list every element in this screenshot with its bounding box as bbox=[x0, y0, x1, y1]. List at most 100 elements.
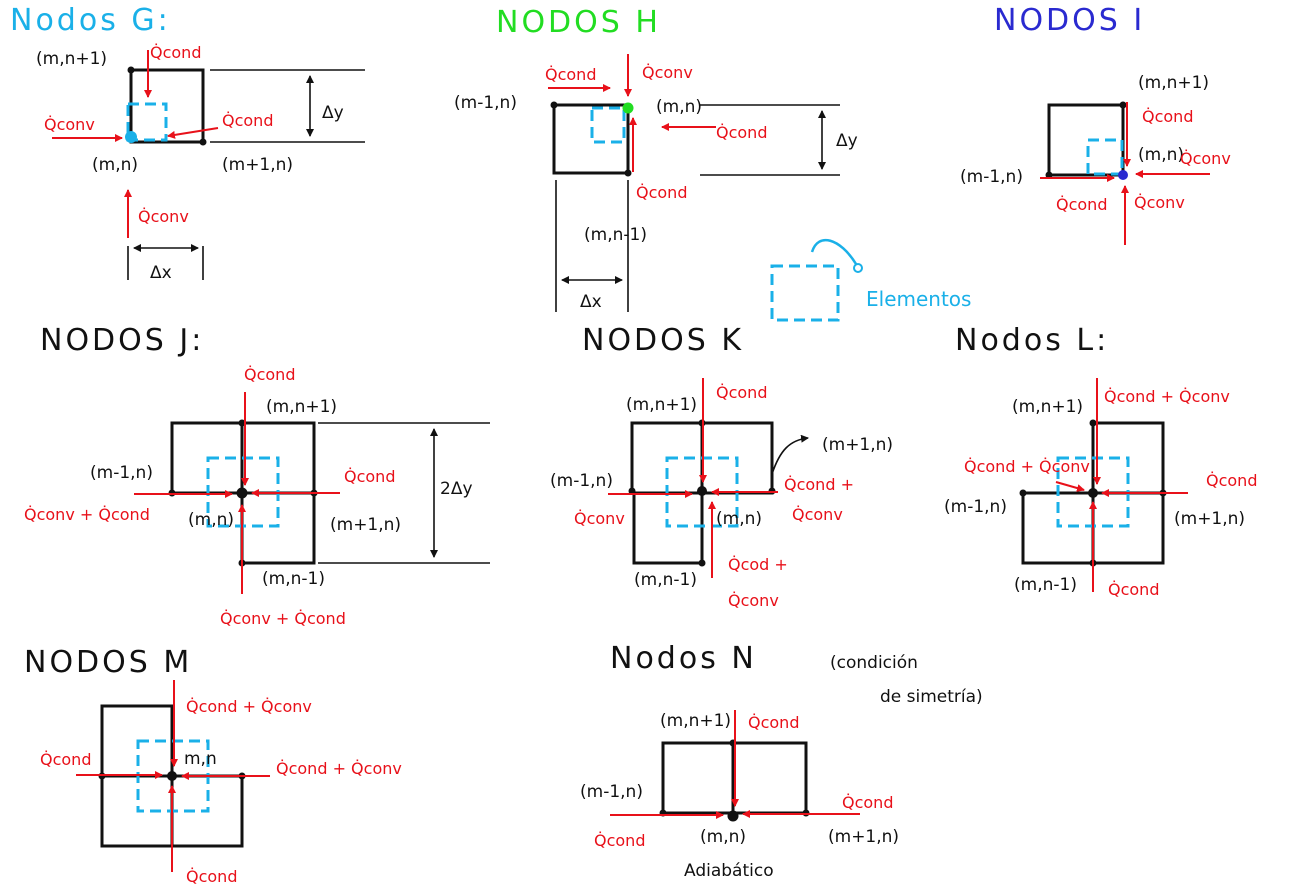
section-l: Nodos L: (m,n+1) (m-1,n) (m+1,n) (m,n-1)… bbox=[944, 323, 1257, 599]
title-g: Nodos G: bbox=[10, 3, 171, 38]
qcond-right-j: Q̇cond bbox=[344, 467, 395, 486]
title-k: NODOS K bbox=[582, 323, 744, 358]
label-i-mn1: (m,n+1) bbox=[1138, 73, 1209, 93]
node-i bbox=[1118, 170, 1128, 180]
dx-label-g: Δx bbox=[150, 263, 172, 283]
q-right-m: Q̇cond + Q̇conv bbox=[276, 759, 402, 778]
qcond-top-g: Q̇cond bbox=[150, 43, 201, 62]
qcond-right-g: Q̇cond bbox=[222, 111, 273, 130]
dy-label-g: Δy bbox=[322, 103, 344, 123]
legend-element-box bbox=[770, 264, 840, 322]
node-k bbox=[697, 486, 707, 496]
qconv-bottom-g: Q̇conv bbox=[138, 207, 189, 226]
legend-label: Elementos bbox=[866, 287, 971, 311]
qcond-right-h: Q̇cond bbox=[716, 123, 767, 142]
q-right2-k: Q̇conv bbox=[792, 505, 843, 524]
qcond-top-k: Q̇cond bbox=[716, 383, 767, 402]
symmetry-note-line2: de simetría) bbox=[880, 687, 983, 707]
section-g: Nodos G: Δy Δx (m,n+1) (m,n) (m+1,n) Q̇c… bbox=[10, 3, 365, 283]
node-n bbox=[727, 810, 739, 822]
qcond-right-l: Q̇cond bbox=[1206, 471, 1257, 490]
qcond-right-n: Q̇cond bbox=[842, 793, 893, 812]
label-g-m1n: (m+1,n) bbox=[222, 155, 293, 175]
label-h-m1n: (m-1,n) bbox=[454, 93, 517, 113]
dx-label-h: Δx bbox=[580, 292, 602, 312]
qconv-top-h: Q̇conv bbox=[642, 63, 693, 82]
qcond-left-i: Q̇cond bbox=[1056, 195, 1107, 214]
title-l: Nodos L: bbox=[955, 323, 1109, 358]
section-n: Nodos N (condición de simetría) (m,n+1) … bbox=[580, 641, 983, 881]
section-i: NODOS I (m,n+1) (m,n) (m-1,n) Q̇cond Q̇c… bbox=[960, 3, 1231, 245]
section-h: NODOS H Δy Δx (m-1,n) (m,n) (m,n-1) Q̇co… bbox=[454, 5, 858, 312]
title-j: NODOS J: bbox=[40, 323, 204, 358]
label-j-mp1n: (m+1,n) bbox=[330, 515, 401, 535]
element-i bbox=[1086, 138, 1124, 176]
title-m: NODOS M bbox=[24, 645, 192, 680]
title-i: NODOS I bbox=[994, 3, 1145, 38]
qcond-top-n: Q̇cond bbox=[748, 713, 799, 732]
cell-g bbox=[129, 68, 205, 144]
title-n: Nodos N bbox=[610, 641, 757, 676]
qcond-bottom-m: Q̇cond bbox=[186, 867, 237, 886]
label-h-mn: (m,n) bbox=[656, 97, 702, 117]
label-k-mp1n: (m+1,n) bbox=[822, 435, 893, 455]
qcond-bottom-l: Q̇cond bbox=[1108, 580, 1159, 599]
node-l bbox=[1088, 488, 1098, 498]
q-left-l: Q̇cond + Q̇conv bbox=[964, 457, 1090, 476]
label-g-mn1: (m,n+1) bbox=[36, 49, 107, 69]
node-h bbox=[622, 102, 634, 114]
node-g bbox=[125, 131, 137, 143]
legend-elementos: Elementos bbox=[770, 238, 971, 322]
qcond-left-n: Q̇cond bbox=[594, 831, 645, 850]
label-l-m1n: (m-1,n) bbox=[944, 497, 1007, 517]
title-h: NODOS H bbox=[496, 5, 661, 40]
node-m bbox=[167, 771, 177, 781]
q-left-j: Q̇conv + Q̇cond bbox=[24, 505, 150, 524]
label-l-mn1: (m,n+1) bbox=[1012, 397, 1083, 417]
label-k-m1n: (m-1,n) bbox=[550, 471, 613, 491]
section-k: NODOS K (m,n+1) (m-1,n) (m,n) (m+1,n) (m… bbox=[550, 323, 893, 610]
qconv-bottom-i: Q̇conv bbox=[1134, 193, 1185, 212]
dy-label-h: Δy bbox=[836, 131, 858, 151]
label-n-mp1n: (m+1,n) bbox=[828, 827, 899, 847]
element-g bbox=[126, 102, 168, 142]
label-n-mn: (m,n) bbox=[700, 827, 746, 847]
label-h-mn1: (m,n-1) bbox=[584, 225, 647, 245]
label-j-mn: (m,n) bbox=[188, 510, 234, 530]
label-m-mn: m,n bbox=[184, 749, 217, 769]
label-k-mn1: (m,n+1) bbox=[626, 395, 697, 415]
label-i-mn: (m,n) bbox=[1138, 145, 1184, 165]
qconv-right-i: Q̇conv bbox=[1180, 149, 1231, 168]
qcond-top-i: Q̇cond bbox=[1142, 107, 1193, 126]
qconv-left-k: Q̇conv bbox=[574, 509, 625, 528]
label-j-mn1: (m,n+1) bbox=[266, 397, 337, 417]
label-j-m1n: (m-1,n) bbox=[90, 463, 153, 483]
label-i-m1n: (m-1,n) bbox=[960, 167, 1023, 187]
dy2-label-j: 2Δy bbox=[440, 479, 473, 499]
qcond-left-h: Q̇cond bbox=[545, 65, 596, 84]
qcond-bottom-h: Q̇cond bbox=[636, 183, 687, 202]
qconv-left-g: Q̇conv bbox=[44, 115, 95, 134]
label-n-mn1: (m,n+1) bbox=[660, 711, 731, 731]
q-bottom-j: Q̇conv + Q̇cond bbox=[220, 609, 346, 628]
label-l-mnm1: (m,n-1) bbox=[1014, 575, 1077, 595]
node-j bbox=[236, 487, 248, 499]
q-right1-k: Q̇cond + bbox=[784, 475, 854, 494]
q-top-m: Q̇cond + Q̇conv bbox=[186, 697, 312, 716]
label-j-mnm1: (m,n-1) bbox=[262, 569, 325, 589]
element-h bbox=[590, 106, 626, 144]
q-top-l: Q̇cond + Q̇conv bbox=[1104, 387, 1230, 406]
label-n-m1n: (m-1,n) bbox=[580, 782, 643, 802]
section-j: NODOS J: 2Δy (m,n+1) (m-1,n) (m,n) (m+1,… bbox=[24, 323, 490, 628]
label-k-mn: (m,n) bbox=[716, 509, 762, 529]
section-m: NODOS M m,n Q̇cond + Q̇conv Q̇cond Q̇con… bbox=[24, 645, 402, 886]
q-bottom2-k: Q̇conv bbox=[728, 591, 779, 610]
adiabatic-label: Adiabático bbox=[684, 861, 774, 881]
qcond-top-j: Q̇cond bbox=[244, 365, 295, 384]
qcond-left-m: Q̇cond bbox=[40, 750, 91, 769]
q-bottom1-k: Q̇cod + bbox=[728, 555, 788, 574]
label-l-mp1n: (m+1,n) bbox=[1174, 509, 1245, 529]
cell-h bbox=[552, 103, 630, 175]
symmetry-note-line1: (condición bbox=[830, 653, 918, 673]
